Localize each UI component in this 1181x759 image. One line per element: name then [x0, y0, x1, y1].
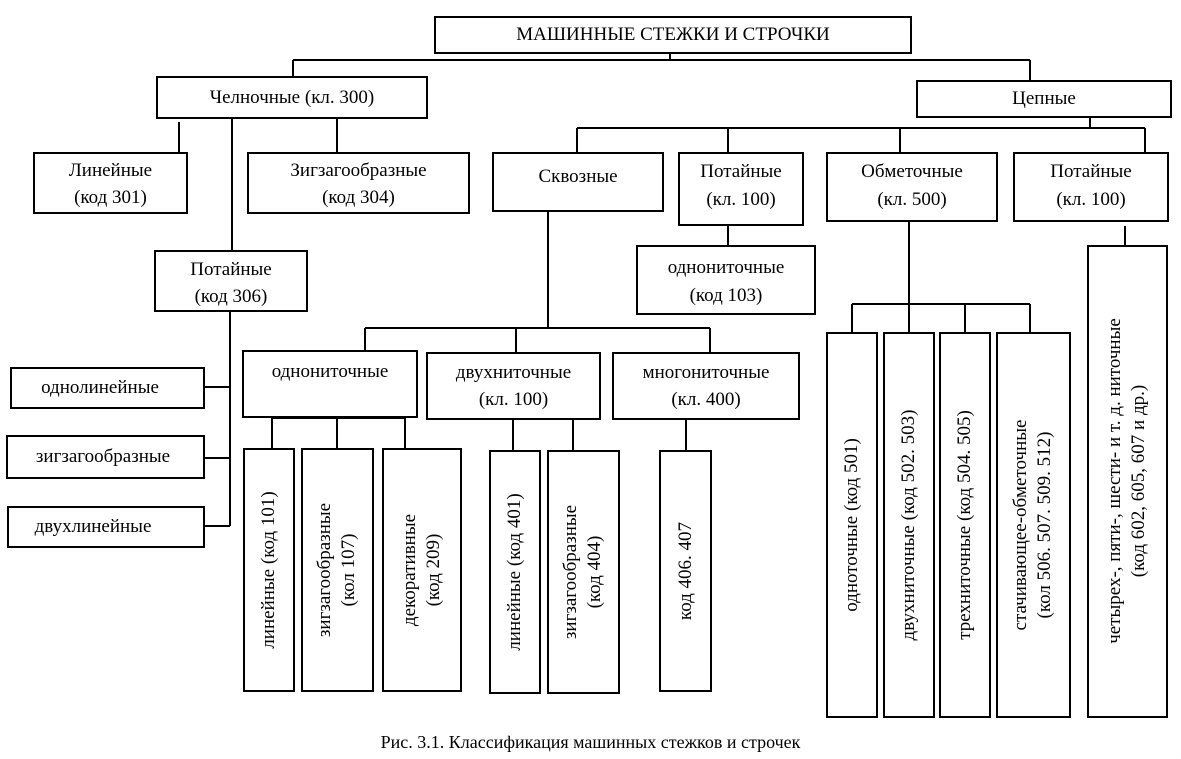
- overlock-box: [826, 152, 998, 222]
- shuttle-zigzag-box: [247, 152, 470, 214]
- line-root: [292, 52, 1031, 80]
- shuttle-blind-box: [154, 250, 308, 312]
- root-box: [434, 16, 912, 54]
- line-overlock: [851, 222, 1031, 332]
- leaf-decorative-209-box: [382, 448, 462, 692]
- through-box: [492, 152, 664, 212]
- leaf-zigzag-107-box: [301, 448, 374, 692]
- leaf-502-label: двухниточные (код 502. 503): [898, 409, 919, 641]
- root-title: МАШИННЫЕ СТЕЖКИ И СТРОЧКИ: [516, 24, 830, 45]
- shuttle-linear-code: (код 301): [74, 187, 147, 208]
- blind100-code: (кл. 100): [706, 189, 776, 210]
- leaf-504-box: [939, 332, 991, 718]
- blind100-child-label: однониточные: [667, 257, 785, 278]
- chain-title: Цепные: [1012, 88, 1076, 109]
- leaf-602-box: [1087, 245, 1168, 718]
- leaf-504-label: трехниточные (код 504. 505): [954, 410, 975, 640]
- leaf-code-406-label: код 406. 407: [675, 521, 696, 621]
- blind100-child-code: (код 103): [689, 285, 763, 306]
- leaf-decorative-209-label: декоративные(код 209): [399, 513, 444, 627]
- shuttle-box: [156, 76, 428, 119]
- leaf-zigzag-107-label: зигзагообразные(кол 107): [314, 502, 359, 638]
- leaf-linear-101-box: [243, 448, 295, 692]
- leaf-501-label: одноточные (код 501): [841, 438, 862, 612]
- multi-thread-label: многониточные: [642, 362, 770, 383]
- blind100b-box: [1013, 152, 1169, 222]
- line-shuttle: [178, 118, 338, 250]
- line-chain: [576, 118, 1146, 152]
- overlock-label: Обметочные: [861, 161, 963, 182]
- single-thread-label: однониточные: [271, 361, 389, 382]
- blind-zigzag-box: [6, 435, 205, 479]
- multi-thread-box: [612, 352, 800, 420]
- blind-single-line-label: однолинейные: [41, 377, 159, 398]
- double-thread-label: двухниточные: [455, 362, 572, 383]
- double-thread-code: (кл. 100): [478, 389, 549, 410]
- overlock-code: (кл. 500): [877, 189, 947, 210]
- leaf-linear-401-box: [489, 450, 541, 694]
- line-through: [364, 212, 711, 352]
- blind-zigzag-label: зигзагообразные: [35, 446, 171, 467]
- leaf-502-box: [883, 332, 935, 718]
- leaf-501-box: [826, 332, 878, 718]
- leaf-506-box: [996, 332, 1071, 718]
- line-blind306: [205, 312, 231, 527]
- blind100-label: Потайные: [700, 161, 782, 182]
- figure-caption: Рис. 3.1. Классификация машинных стежков…: [380, 732, 801, 752]
- shuttle-zigzag-label: Зигзагообразные: [290, 160, 427, 181]
- shuttle-linear-label: Линейные: [68, 160, 153, 181]
- blind100b-label: Потайные: [1050, 161, 1132, 182]
- shuttle-blind-code: (код 306): [194, 286, 268, 307]
- blind100-child-box: [636, 245, 816, 315]
- blind100-box: [678, 152, 804, 226]
- shuttle-blind-label: Потайные: [190, 259, 272, 280]
- line-single: [271, 417, 406, 448]
- chain-box: [916, 80, 1172, 118]
- shuttle-linear-box: [33, 152, 188, 214]
- blind-double-line-box: [7, 506, 205, 548]
- leaf-602-label: четырех-, пяти-, шести- и т. д. ниточные…: [1104, 318, 1149, 644]
- leaf-code-406-box: [659, 450, 712, 692]
- through-label: Сквозные: [538, 166, 618, 187]
- single-thread-box: [242, 350, 418, 418]
- shuttle-title: Челночные (кл. 300): [209, 87, 375, 108]
- shuttle-zigzag-code: (код 304): [322, 187, 395, 208]
- leaf-linear-101-label: линейные (код 101): [258, 491, 279, 649]
- blind-double-line-label: двухлинейные: [34, 516, 152, 537]
- blind-single-line-box: [10, 367, 205, 409]
- line-double: [512, 420, 574, 450]
- leaf-zigzag-404-label: зигзагообразные(код 404): [560, 504, 605, 640]
- multi-thread-code: (кл. 400): [671, 389, 741, 410]
- blind100b-code: (кл. 100): [1056, 189, 1126, 210]
- leaf-zigzag-404-box: [547, 450, 620, 694]
- double-thread-box: [426, 352, 601, 420]
- leaf-linear-401-label: линейные (код 401): [504, 493, 525, 651]
- leaf-506-label: стачивающее-обметочные(кол 506. 507. 509…: [1010, 419, 1055, 631]
